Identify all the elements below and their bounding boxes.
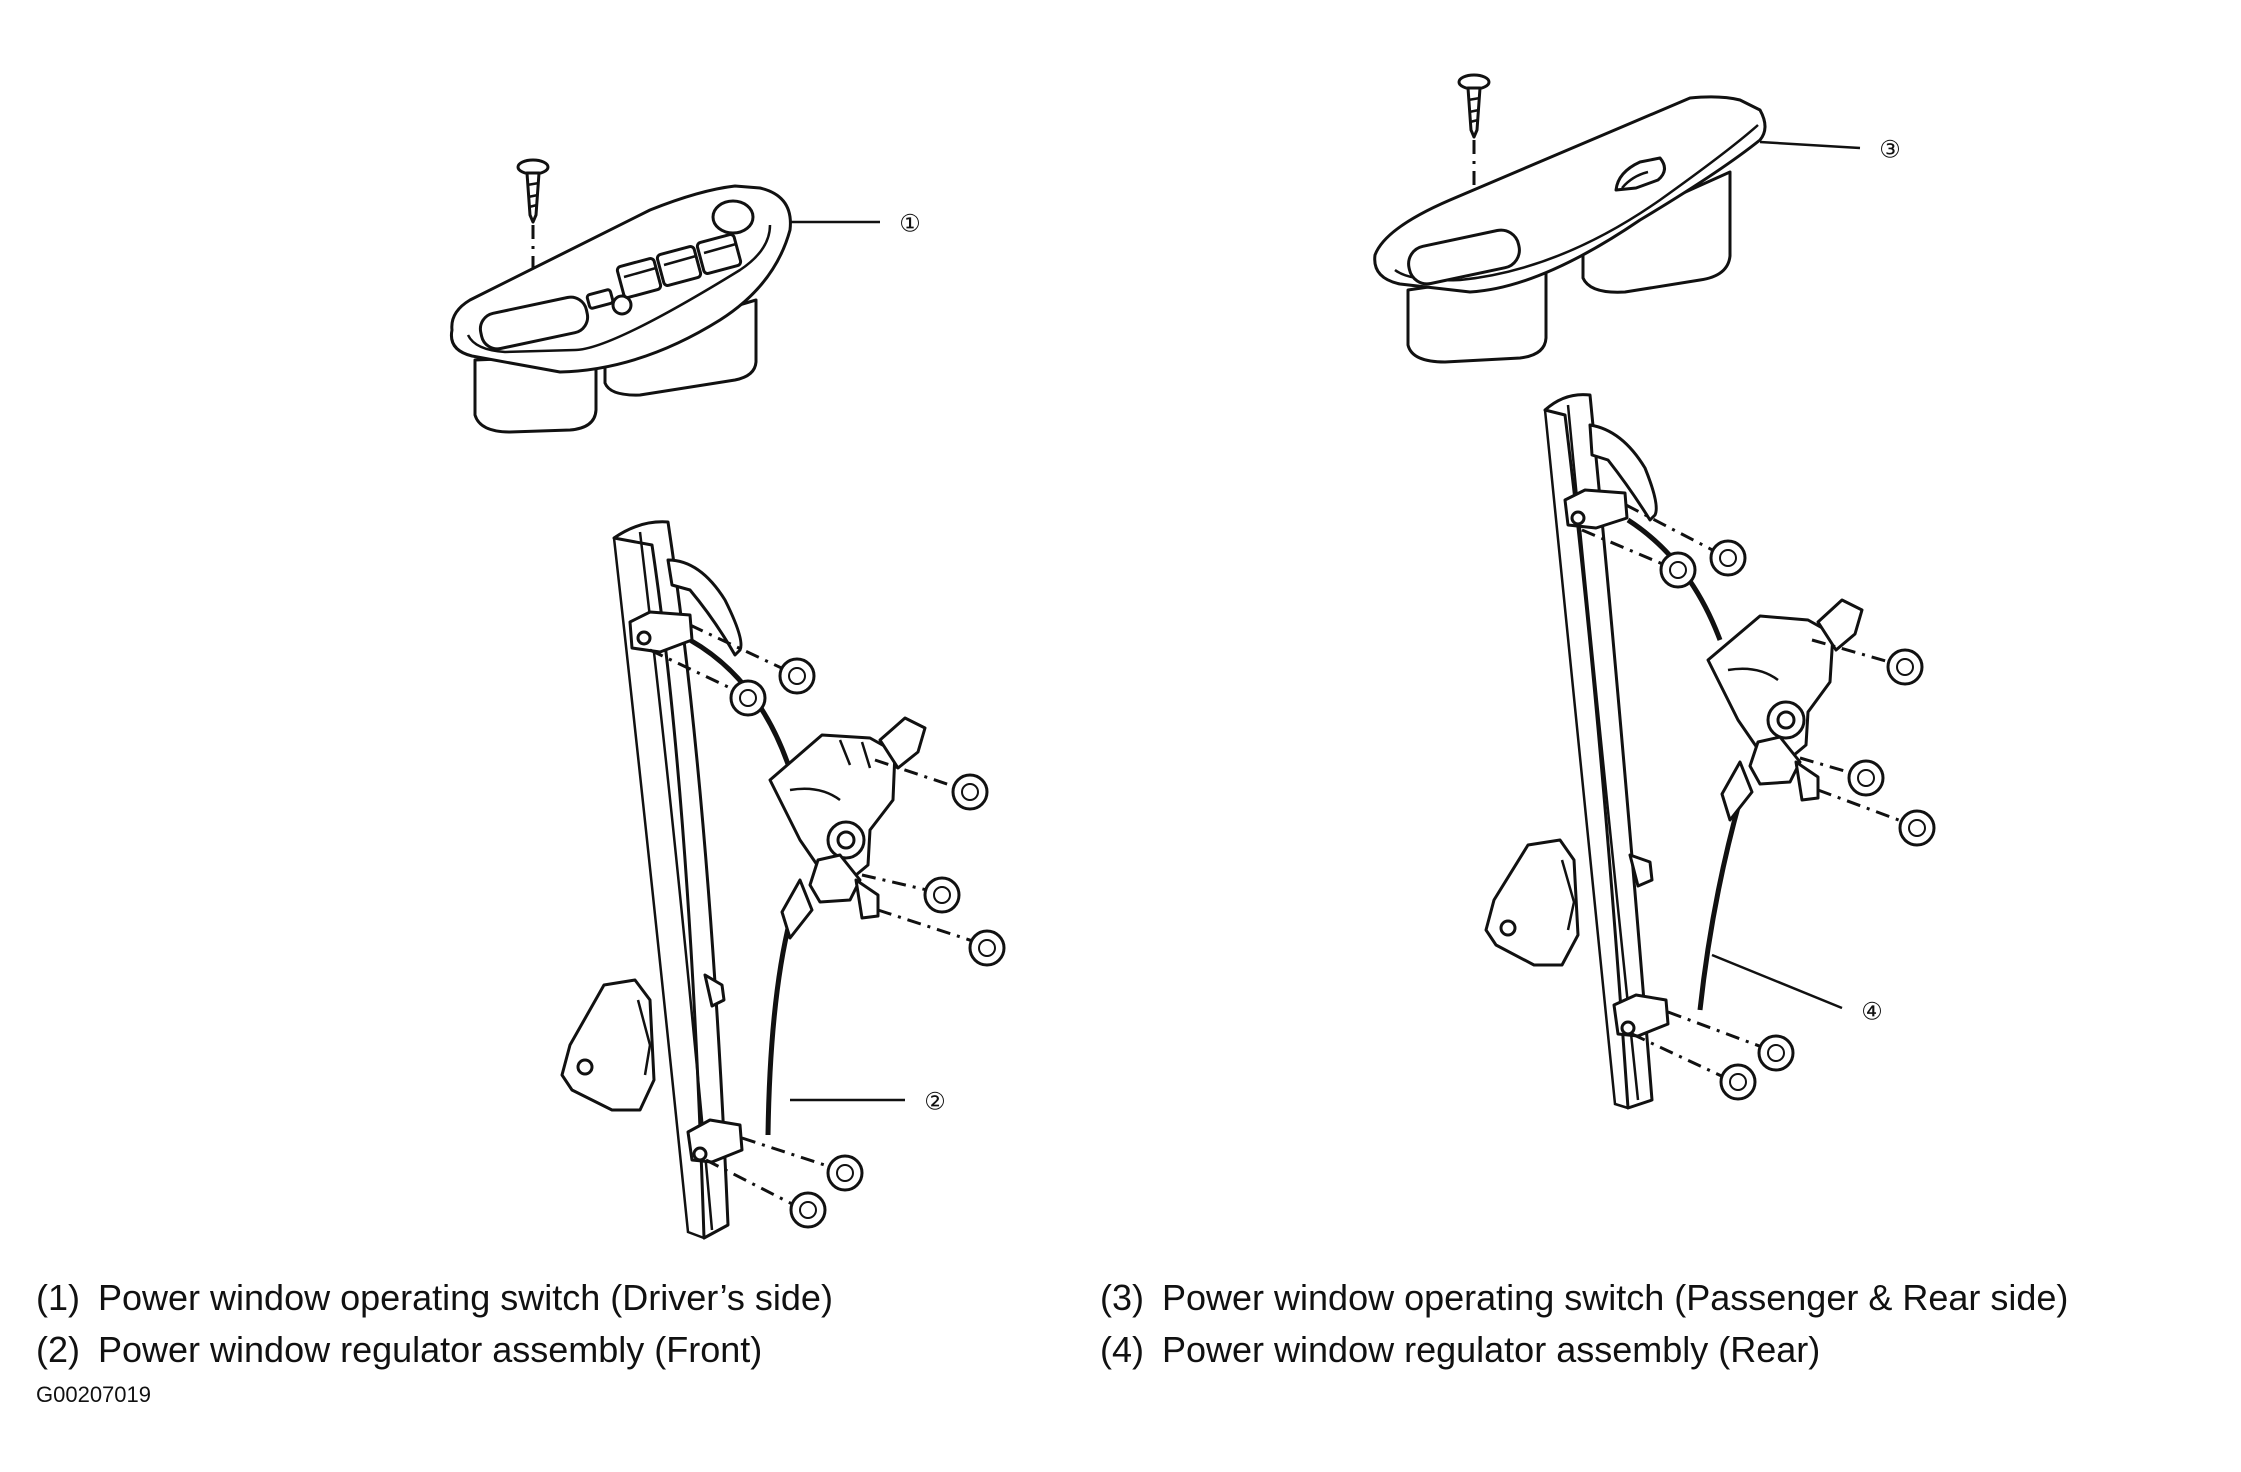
front-regulator [560, 520, 927, 1240]
nut [968, 929, 1006, 967]
legend-item-1-text: Power window operating switch (Driver’s … [98, 1277, 833, 1318]
callout-2-label: ② [924, 1089, 946, 1116]
legend-item-1-number: (1) [36, 1277, 80, 1318]
driver-switch-screw [516, 158, 550, 320]
nut [1757, 1034, 1795, 1072]
legend-item-4-text: Power window regulator assembly (Rear) [1162, 1329, 1821, 1370]
callout-1-label: ① [899, 211, 921, 238]
legend-item-1: (1) Power window operating switch (Driver… [36, 1272, 833, 1324]
legend-item-2-number: (2) [36, 1329, 80, 1370]
nut [729, 679, 767, 717]
nut [1886, 648, 1924, 686]
callout-3: ③ [1759, 137, 1901, 164]
callout-2: ② [790, 1089, 946, 1116]
passenger-switch [1373, 73, 1767, 364]
rear-regulator [1484, 393, 1864, 1110]
legend-item-4: (4) Power window regulator assembly (Rear… [1100, 1324, 2068, 1376]
nut [1709, 539, 1747, 577]
legend-item-2: (2) Power window regulator assembly (Fron… [36, 1324, 833, 1376]
nut [951, 773, 989, 811]
legend-item-2-text: Power window regulator assembly (Front) [98, 1329, 763, 1370]
rear-regulator-nuts [1581, 503, 1936, 1101]
nut [1898, 809, 1936, 847]
legend-left: (1) Power window operating switch (Driver… [36, 1272, 833, 1376]
nut [1659, 551, 1697, 589]
front-regulator-nuts [649, 623, 1006, 1229]
nut [923, 876, 961, 914]
nut [778, 657, 816, 695]
legend-item-3: (3) Power window operating switch (Passen… [1100, 1272, 2068, 1324]
callout-4-label: ④ [1861, 999, 1883, 1026]
legend-right: (3) Power window operating switch (Passen… [1100, 1272, 2068, 1376]
driver-switch [449, 158, 792, 434]
legend-item-3-number: (3) [1100, 1277, 1144, 1318]
callout-1: ① [790, 211, 921, 238]
legend-item-3-text: Power window operating switch (Passenger… [1162, 1277, 2069, 1318]
nut [1719, 1063, 1757, 1101]
callout-3-label: ③ [1879, 137, 1901, 164]
figure-code: G00207019 [36, 1382, 151, 1407]
legend-item-4-number: (4) [1100, 1329, 1144, 1370]
callout-4: ④ [1711, 953, 1883, 1026]
nut [789, 1191, 827, 1229]
nut [826, 1154, 864, 1192]
nut [1847, 759, 1885, 797]
